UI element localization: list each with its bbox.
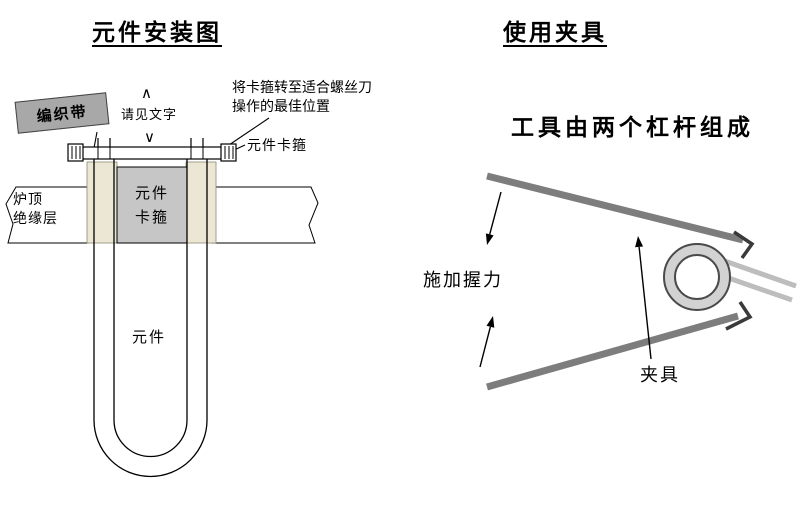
braided-strap-label: 编织带	[35, 101, 89, 126]
lever-jaw-upper	[733, 230, 755, 260]
lever-lower	[486, 312, 739, 391]
insulation-block-left	[86, 161, 118, 244]
clamp-screw-right	[220, 143, 237, 162]
clamp-screw-left	[67, 143, 84, 162]
element-clamp-block-line1: 元件	[134, 184, 169, 202]
element-label: 元件	[132, 328, 167, 346]
see-text-note: 请见文字	[121, 108, 178, 123]
insulation-block-right	[185, 161, 217, 244]
furnace-top-label: 炉顶 绝缘层	[13, 191, 71, 229]
element-ring-inner	[674, 254, 720, 300]
furnace-top-label-line1: 炉顶	[13, 192, 43, 208]
tool-pointer-arrow	[635, 236, 652, 360]
lever-jaw-lower	[725, 301, 753, 331]
leader-line-rotate-note	[225, 117, 270, 148]
rotate-clamp-note-line1: 将卡箍转至适合螺丝刀	[232, 80, 372, 96]
furnace-top-slab-right	[211, 186, 319, 244]
rotate-clamp-note: 将卡箍转至适合螺丝刀 操作的最佳位置	[232, 79, 372, 117]
element-clamp-block-line2: 卡箍	[134, 208, 169, 226]
element-terminals	[97, 138, 204, 147]
tool-label: 夹具	[640, 365, 680, 386]
tool-title: 使用夹具	[503, 20, 607, 46]
grip-force-label: 施加握力	[423, 270, 503, 291]
grip-force-arrow-upper	[485, 191, 502, 245]
element-clamp-block-label: 元件 卡箍	[117, 181, 187, 229]
grip-force-arrow-lower	[479, 316, 495, 368]
lever-upper	[486, 172, 744, 244]
element-lead-upper	[718, 256, 797, 289]
clamp-band	[81, 146, 223, 160]
caret-up-icon: ∧	[141, 84, 152, 102]
clamp-band-ticks	[97, 147, 204, 159]
rotate-clamp-note-line2: 操作的最佳位置	[232, 98, 330, 115]
leader-line-strap	[93, 131, 98, 149]
installation-title: 元件安装图	[92, 20, 222, 46]
caret-down-icon: ∨	[144, 128, 155, 146]
element-tube	[93, 159, 208, 478]
installation-diagram-shapes	[5, 117, 319, 478]
element-clamp-callout: 元件卡箍	[247, 138, 307, 154]
furnace-top-label-line2: 绝缘层	[13, 210, 58, 227]
tool-subtitle: 工具由两个杠杆组成	[511, 115, 754, 141]
element-clamp-block	[116, 166, 188, 244]
tool-diagram-shapes	[479, 172, 797, 391]
